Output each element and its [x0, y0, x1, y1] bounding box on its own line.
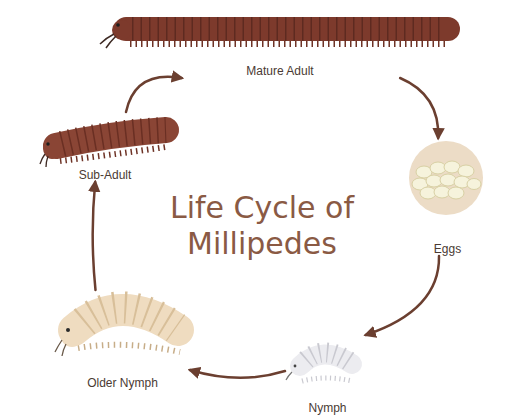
egg-cluster-part: [440, 174, 456, 186]
nymph-millipede: [286, 352, 352, 381]
sub-adult-millipede: [40, 130, 166, 167]
sub-adult-millipede-part: [43, 137, 61, 159]
egg-cluster-part: [448, 187, 464, 199]
stage-label: Mature Adult: [246, 64, 313, 78]
cycle-arrow: [366, 256, 439, 335]
nymph-millipede-part: [306, 352, 350, 362]
cycle-arrow: [126, 77, 182, 112]
stage-label: Older Nymph: [87, 376, 158, 390]
stage-label: Nymph: [308, 401, 346, 415]
egg-cluster-part: [467, 179, 481, 190]
stage-label: Eggs: [434, 242, 461, 256]
adult-millipede-part: [130, 41, 448, 47]
sub-adult-millipede-part: [46, 156, 48, 167]
sub-adult-millipede-part: [56, 130, 166, 146]
sub-adult-millipede-part: [62, 130, 166, 144]
older-nymph-millipede-part: [84, 307, 176, 328]
egg-cluster: [409, 141, 483, 215]
stage-node: Nymph: [285, 335, 370, 415]
older-nymph-millipede: [55, 307, 180, 356]
older-nymph-millipede-part: [62, 344, 66, 356]
stage-node: Older Nymph: [55, 290, 190, 390]
older-nymph-millipede-part: [55, 340, 62, 352]
cycle-arrow: [190, 370, 285, 378]
older-nymph-millipede-part: [78, 345, 180, 352]
nymph-millipede-part: [286, 372, 292, 380]
adult-millipede-part: [126, 17, 448, 41]
adult-millipede: [100, 20, 448, 48]
adult-millipede-part: [106, 36, 116, 48]
sub-adult-millipede-part: [40, 154, 45, 164]
nymph-millipede-part: [291, 361, 305, 375]
stage-node: Mature Adult: [98, 2, 462, 78]
cycle-arrow: [93, 182, 96, 290]
stage-node: Eggs: [405, 138, 490, 256]
nymph-millipede-part: [294, 365, 297, 368]
older-nymph-millipede-part: [60, 321, 84, 347]
egg-cluster-part: [458, 165, 474, 177]
cycle-arrow: [400, 78, 438, 138]
older-nymph-millipede-part: [66, 328, 70, 332]
sub-adult-millipede-part: [46, 142, 49, 145]
adult-millipede-part: [132, 17, 446, 41]
stage-label: Sub-Adult: [79, 168, 132, 182]
egg-cluster-part: [409, 141, 483, 215]
adult-millipede-part: [116, 23, 120, 27]
adult-millipede-part: [100, 34, 114, 44]
diagram-title: Life Cycle of Millipedes: [142, 190, 382, 262]
nymph-millipede-part: [302, 378, 352, 381]
stage-node: Sub-Adult: [35, 112, 175, 182]
